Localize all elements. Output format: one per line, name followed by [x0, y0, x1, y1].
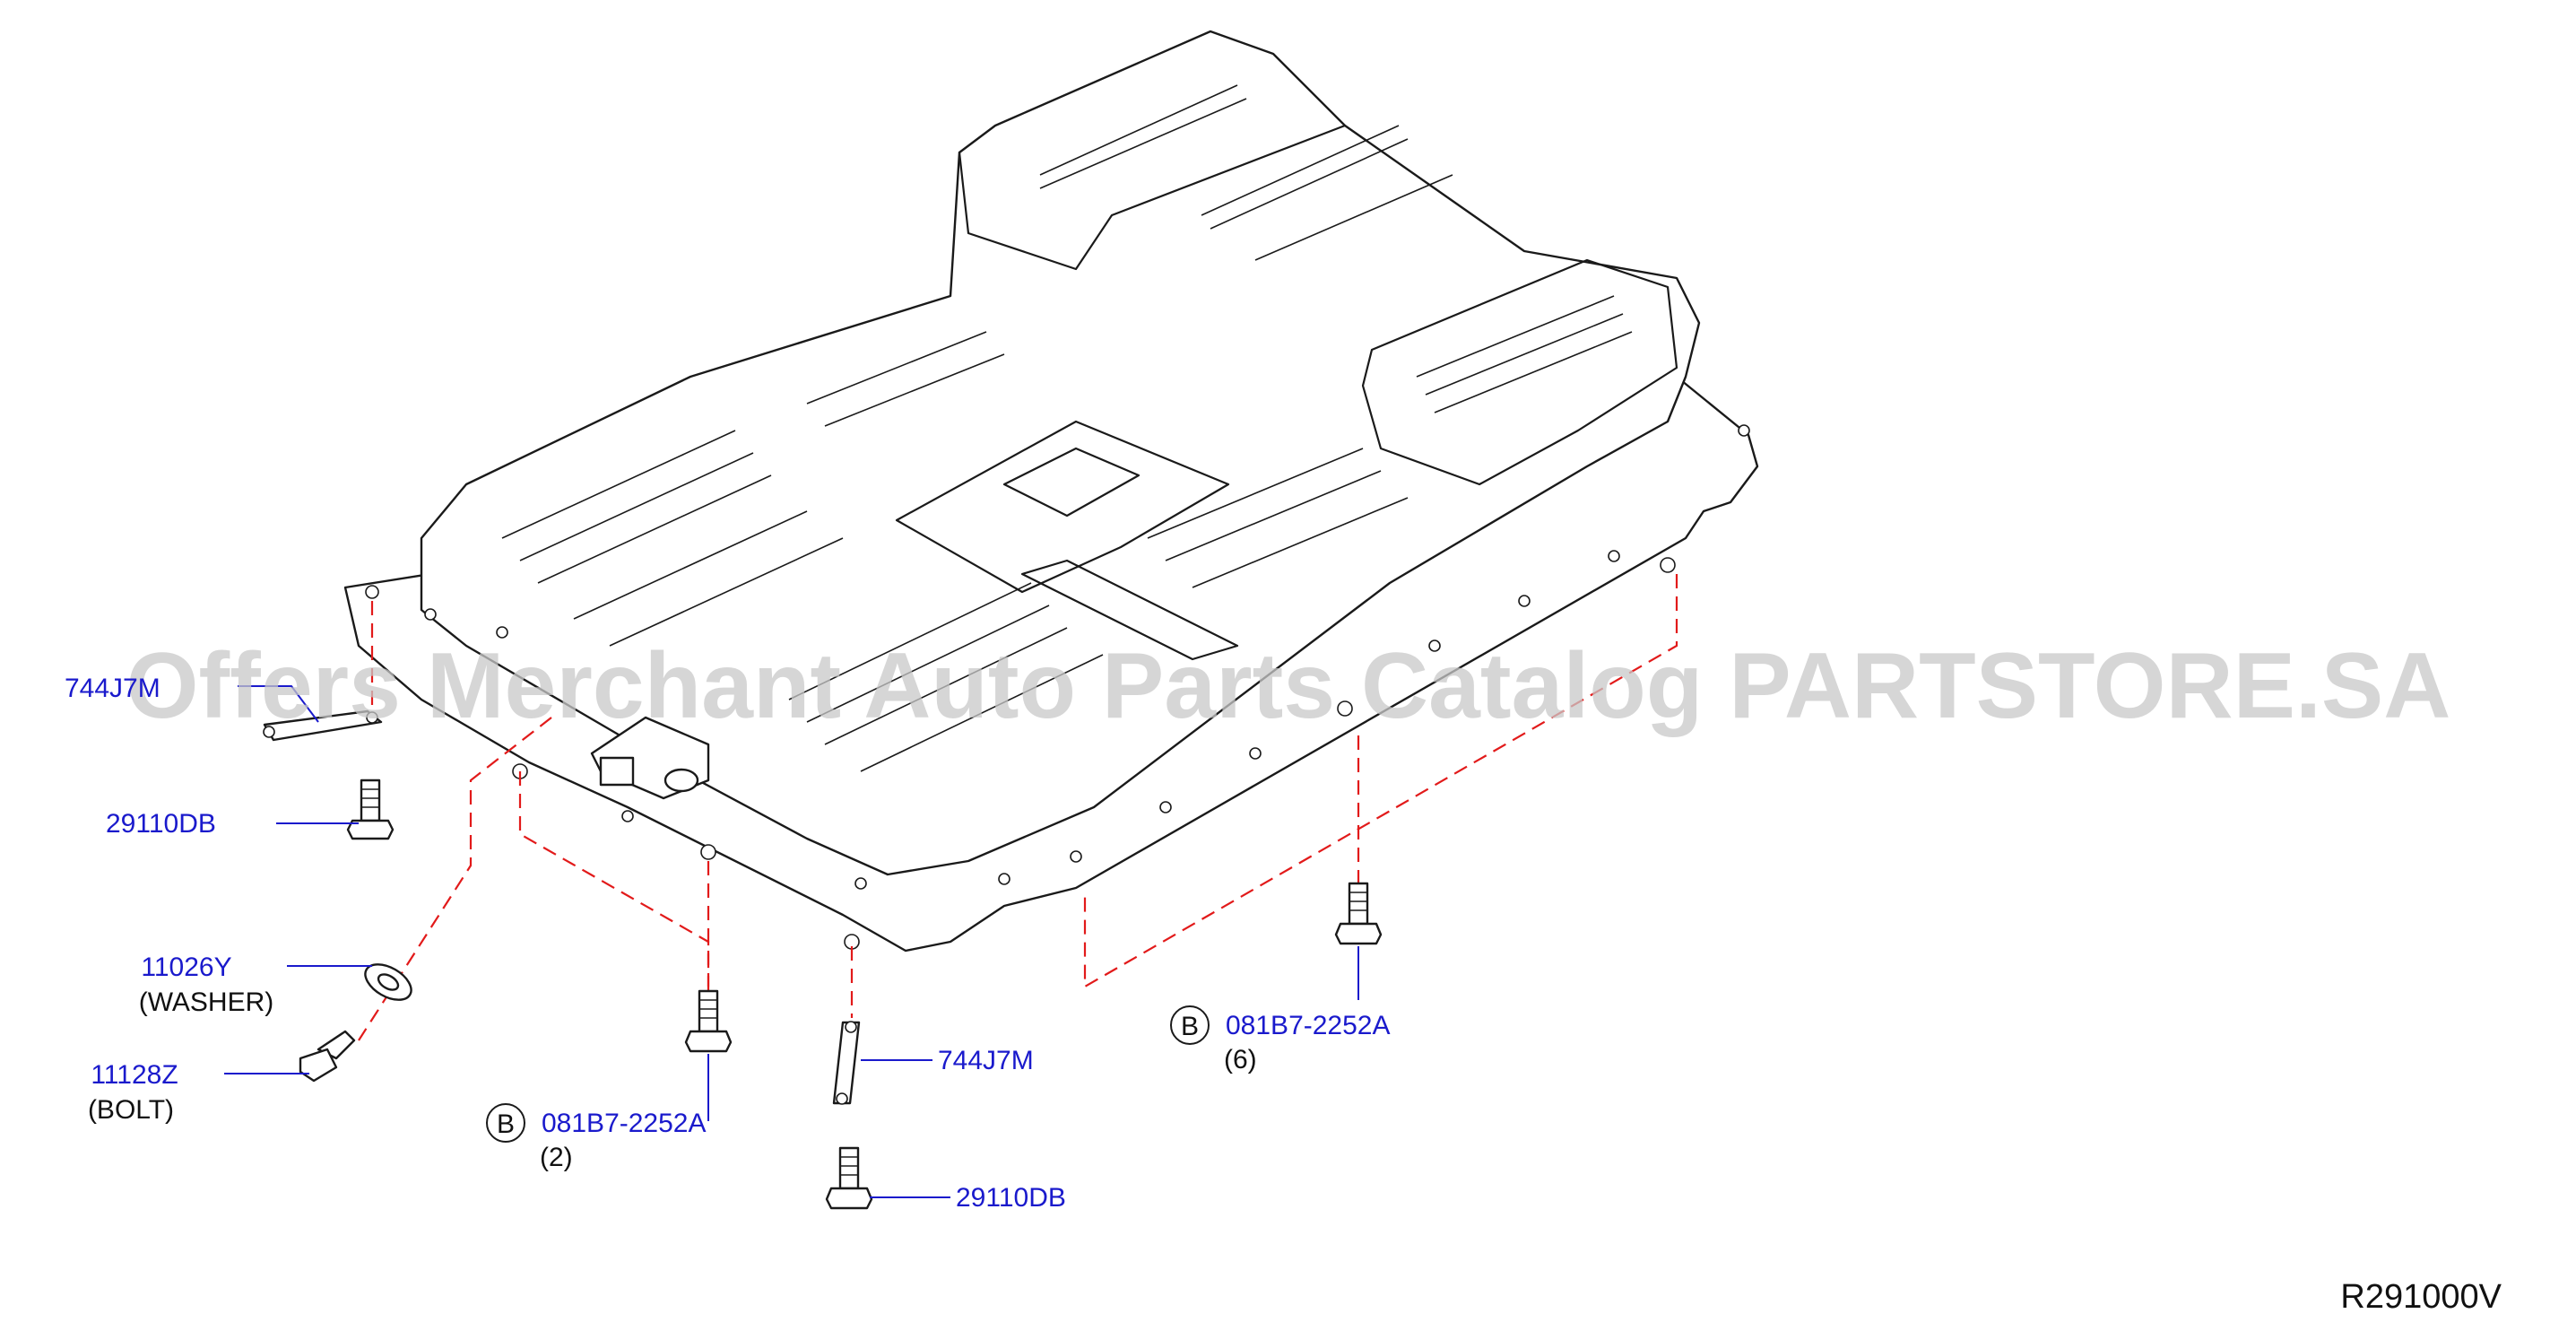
diagram-reference-code: R291000V	[2340, 1278, 2502, 1316]
center-recess	[895, 420, 1230, 594]
part-number-081b7-front[interactable]: 081B7-2252A	[542, 1109, 707, 1138]
badge-b-circle	[1170, 1005, 1210, 1045]
callout-081b7-right[interactable]: B 081B7-2252A (6)	[1170, 1005, 1391, 1074]
rear-stack-right-box	[1361, 258, 1678, 486]
part-number-11026y[interactable]: 11026Y	[141, 953, 231, 982]
center-square-pad	[1002, 447, 1141, 518]
bolt-081b7-right	[1334, 882, 1383, 945]
callout-744j7m-left[interactable]: 744J7M	[65, 674, 160, 703]
badge-b-letter: B	[497, 1109, 515, 1139]
bolt-081b7-front	[684, 989, 733, 1053]
quantity-081b7-right: (6)	[1224, 1045, 1257, 1074]
rear-stack-ribs	[1039, 84, 1633, 413]
bolt-29110db-center	[825, 1146, 873, 1210]
callout-11128z[interactable]: 11128Z (BOLT)	[88, 1060, 178, 1125]
center-diagonal-bar	[1020, 559, 1239, 661]
part-description-washer: (WASHER)	[139, 987, 274, 1017]
bracket-744j7m-center	[832, 1021, 861, 1105]
callout-081b7-front[interactable]: B 081B7-2252A (2)	[486, 1103, 707, 1172]
badge-b-letter: B	[1181, 1012, 1199, 1041]
leader-lines	[224, 685, 1359, 1198]
dash-left-bolt	[358, 717, 552, 1041]
part-number-29110db-center[interactable]: 29110DB	[956, 1183, 1066, 1213]
part-description-bolt: (BOLT)	[88, 1095, 174, 1125]
main-cover-ribs	[501, 331, 1409, 772]
dash-right-rear	[1083, 574, 1678, 988]
quantity-081b7-front: (2)	[540, 1143, 573, 1172]
part-number-744j7m-left[interactable]: 744J7M	[65, 674, 160, 703]
dash-front-bracket	[518, 771, 710, 991]
bolt-29110db-left	[346, 779, 395, 840]
front-connector	[590, 716, 710, 800]
callout-744j7m-center[interactable]: 744J7M	[938, 1046, 1034, 1075]
battery-pack-illustration	[343, 30, 1759, 953]
part-number-081b7-right[interactable]: 081B7-2252A	[1226, 1011, 1391, 1040]
rear-stack-edge	[958, 124, 1347, 271]
callout-11026y[interactable]: 11026Y (WASHER)	[139, 953, 274, 1017]
part-number-744j7m-center[interactable]: 744J7M	[938, 1046, 1034, 1075]
badge-b-circle	[486, 1103, 525, 1143]
assembly-dash-lines	[358, 574, 1678, 1041]
callout-29110db-center[interactable]: 29110DB	[956, 1183, 1066, 1213]
washer-11026y	[364, 963, 412, 1001]
part-number-29110db-left[interactable]: 29110DB	[106, 809, 216, 839]
watermark: Offers Merchant Auto Parts Catalog PARTS…	[126, 634, 2451, 738]
callout-29110db-left[interactable]: 29110DB	[106, 809, 216, 839]
bracket-744j7m-left	[263, 709, 383, 742]
part-number-11128z[interactable]: 11128Z	[91, 1060, 178, 1090]
